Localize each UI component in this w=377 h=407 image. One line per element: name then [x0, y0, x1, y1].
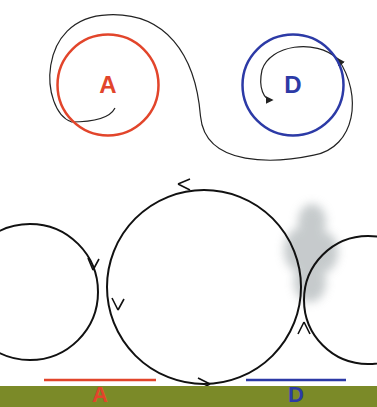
cloud: [284, 204, 338, 302]
flow-arrow: [178, 179, 190, 190]
flow-arrow: [88, 258, 99, 270]
flow-arrow: [112, 298, 124, 310]
streamline-curl: [71, 108, 115, 122]
source-line: [44, 379, 156, 382]
convection-cell: [107, 190, 301, 384]
ground-label: D: [288, 384, 304, 406]
ground-label: A: [92, 384, 108, 406]
ground: [0, 386, 377, 407]
streamline-curl: [261, 47, 338, 100]
sink-line: [246, 379, 346, 382]
anticyclone-circle: A: [56, 33, 160, 137]
circle-letter: D: [284, 73, 301, 97]
convection-cell: [0, 224, 98, 360]
depression-circle: D: [241, 33, 345, 137]
circle-letter: A: [99, 73, 116, 97]
convection-cell: [304, 236, 377, 364]
streamline: [50, 15, 353, 160]
flow-arrow: [298, 322, 310, 334]
